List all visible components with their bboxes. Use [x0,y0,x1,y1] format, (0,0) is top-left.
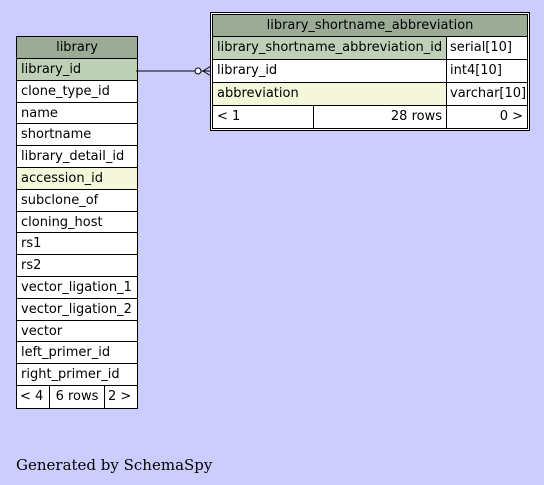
library-column-row[interactable]: right_primer_id [17,364,137,386]
abbreviation-column-name: library_shortname_abbreviation_id [213,37,447,59]
library-column-row[interactable]: vector [17,321,137,343]
abbreviation-column-name: library_id [213,60,447,82]
library-column-row[interactable]: clone_type_id [17,81,137,103]
abbreviation-children-link[interactable]: 0 > [499,109,523,124]
abbreviation-table-footer: < 1 28 rows 0 > [213,106,527,128]
abbreviation-table-title[interactable]: library_shortname_abbreviation [213,15,527,37]
library-table-footer: < 4 6 rows 2 > [17,385,137,408]
library-column-row[interactable]: rs1 [17,233,137,256]
library-column-row[interactable]: cloning_host [17,212,137,234]
crows-foot-upper [202,65,212,72]
library-column-row[interactable]: vector_ligation_2 [17,299,137,321]
library-column-row[interactable]: accession_id [17,167,137,190]
library-children-link[interactable]: 2 > [108,388,132,404]
abbreviation-column-type: serial[10] [447,37,527,59]
zero-cardinality-circle [194,67,202,75]
library-column-row[interactable]: library_id [17,59,137,81]
generated-by-label: Generated by SchemaSpy [16,456,213,474]
library-column-row[interactable]: shortname [17,124,137,147]
crows-foot-lower [202,70,212,77]
library-parents-link[interactable]: < 4 [17,385,50,408]
library-column-row[interactable]: subclone_of [17,190,137,212]
library-column-row[interactable]: name [17,103,137,125]
abbreviation-column-type: int4[10] [447,60,527,82]
library-table-title[interactable]: library [17,37,137,59]
abbreviation-column-type: varchar[10] [447,83,527,105]
abbreviation-column-name: abbreviation [213,83,447,105]
abbreviation-parents-link[interactable]: < 1 [213,106,314,128]
library-column-row[interactable]: rs2 [17,255,137,277]
abbreviation-row-count: 28 rows [314,106,447,128]
library-column-row[interactable]: left_primer_id [17,342,137,365]
library-shortname-abbreviation-table[interactable]: library_shortname_abbreviation library_s… [210,12,530,131]
library-column-row[interactable]: vector_ligation_1 [17,277,137,299]
library-row-count: 6 rows [50,385,105,408]
library-column-row[interactable]: library_detail_id [17,146,137,168]
